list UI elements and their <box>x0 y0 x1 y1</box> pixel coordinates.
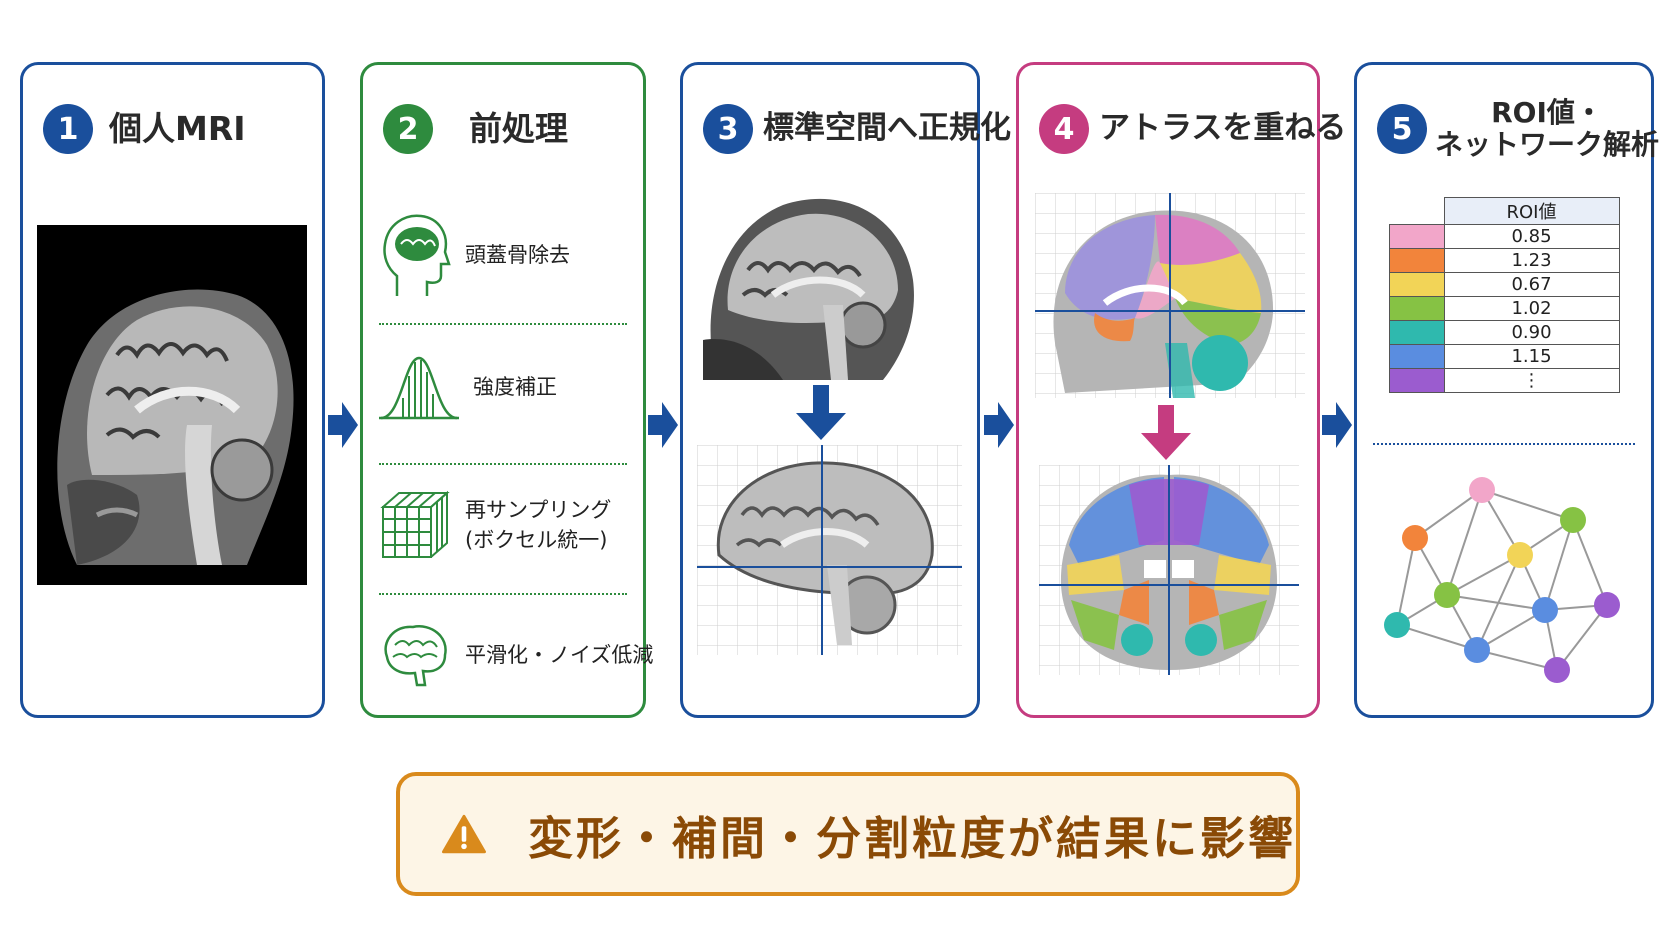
prep-label-resample-line2: (ボクセル統一) <box>465 528 608 552</box>
warning-banner: 変形・補間・分割粒度が結果に影響 <box>396 772 1300 896</box>
step-4-panel: 4 アトラスを重ねる <box>1016 62 1346 718</box>
step-2-title: 前処理 <box>469 109 568 149</box>
step-5-title-line1: ROI値・ <box>1491 95 1603 129</box>
prep-item-resample: 再サンプリング (ボクセル統一) <box>379 465 627 585</box>
roi-value: ⋮ <box>1443 368 1620 393</box>
step-5-number: 5 <box>1377 104 1427 154</box>
step-5-header: 5 ROI値・ ネットワーク解析 <box>1377 95 1659 163</box>
prep-item-skull-strip: 頭蓋骨除去 <box>379 195 627 315</box>
network-node <box>1384 612 1410 638</box>
roi-color-swatch <box>1389 248 1445 273</box>
step-3-header: 3 標準空間へ正規化 <box>703 95 1011 163</box>
step-4-header: 4 アトラスを重ねる <box>1039 95 1346 163</box>
network-node <box>1434 582 1460 608</box>
roi-color-swatch <box>1389 224 1445 249</box>
roi-table-row: 0.67 <box>1389 272 1620 297</box>
divider <box>379 323 627 325</box>
prep-label-skull-strip: 頭蓋骨除去 <box>465 242 570 267</box>
down-arrow <box>1141 405 1191 460</box>
step-5-title-line2: ネットワーク解析 <box>1435 128 1660 161</box>
network-node <box>1507 542 1533 568</box>
step-3-panel: 3 標準空間へ正規化 <box>680 62 1011 718</box>
roi-table-header: ROI値 <box>1443 197 1620 225</box>
prep-item-intensity: 強度補正 <box>379 327 627 447</box>
step-2-number: 2 <box>383 104 433 154</box>
prep-label-resample-line1: 再サンプリング <box>465 497 612 522</box>
network-node <box>1469 477 1495 503</box>
divider <box>379 593 627 595</box>
network-graph <box>1384 477 1620 683</box>
step-3-number: 3 <box>703 104 753 154</box>
roi-color-swatch <box>1389 368 1445 393</box>
roi-value: 0.85 <box>1443 224 1620 249</box>
step-2-header: 2 前処理 <box>383 95 633 163</box>
warning-text: 変形・補間・分割粒度が結果に影響 <box>527 811 1296 865</box>
network-node <box>1594 592 1620 618</box>
step-1-title: 個人MRI <box>109 109 246 149</box>
flow-arrow-2 <box>648 402 678 448</box>
roi-table-row: 0.90 <box>1389 320 1620 345</box>
step-3-title: 標準空間へ正規化 <box>763 110 1011 147</box>
step-1-number: 1 <box>43 104 93 154</box>
roi-value: 1.23 <box>1443 248 1620 273</box>
prep-item-smoothing: 平滑化・ノイズ低減 <box>379 595 653 715</box>
step-4-title: アトラスを重ねる <box>1099 110 1347 147</box>
warning-icon <box>442 814 486 854</box>
step-1-header: 1 個人MRI <box>43 95 312 163</box>
flow-arrow-1 <box>328 402 358 448</box>
divider <box>379 463 627 465</box>
roi-table-corner <box>1390 198 1445 225</box>
down-arrow <box>796 385 846 440</box>
roi-color-swatch <box>1389 272 1445 297</box>
flow-arrow-4 <box>1322 402 1352 448</box>
step-5-title: ROI値・ ネットワーク解析 <box>1435 95 1660 161</box>
atlas-overlay-coronal <box>1039 465 1299 675</box>
roi-value: 0.90 <box>1443 320 1620 345</box>
step-4-number: 4 <box>1039 104 1089 154</box>
roi-table-row: 1.02 <box>1389 296 1620 321</box>
roi-table-row: ⋮ <box>1389 368 1620 393</box>
roi-table-row: 0.85 <box>1389 224 1620 249</box>
roi-value: 1.02 <box>1443 296 1620 321</box>
head-brain-icon <box>383 214 451 296</box>
histogram-icon <box>379 356 459 420</box>
voxel-cube-icon <box>380 490 450 558</box>
roi-table-header-row: ROI値 <box>1390 197 1620 225</box>
network-node <box>1560 507 1586 533</box>
network-node <box>1464 637 1490 663</box>
native-space-brain-image <box>703 198 914 380</box>
roi-color-swatch <box>1389 296 1445 321</box>
sagittal-mri-image <box>37 225 307 585</box>
roi-table-row: 1.23 <box>1389 248 1620 273</box>
network-node <box>1544 657 1570 683</box>
prep-label-smoothing: 平滑化・ノイズ低減 <box>465 642 654 667</box>
normalized-brain-grid <box>697 445 962 655</box>
roi-table-row: 1.15 <box>1389 344 1620 369</box>
divider <box>1373 443 1635 445</box>
atlas-overlay-sagittal <box>1035 193 1305 398</box>
roi-color-swatch <box>1389 320 1445 345</box>
prep-label-intensity: 強度補正 <box>473 374 557 399</box>
roi-value: 0.67 <box>1443 272 1620 297</box>
brain-icon <box>384 625 447 687</box>
roi-color-swatch <box>1389 344 1445 369</box>
network-node <box>1532 597 1558 623</box>
prep-label-resample: 再サンプリング (ボクセル統一) <box>465 495 611 556</box>
roi-value: 1.15 <box>1443 344 1620 369</box>
step-1-panel: 1 個人MRI <box>20 62 325 718</box>
network-node <box>1402 525 1428 551</box>
step-2-panel: 2 前処理 頭蓋骨除去 強度補正 <box>360 62 653 718</box>
flow-arrow-3 <box>984 402 1014 448</box>
